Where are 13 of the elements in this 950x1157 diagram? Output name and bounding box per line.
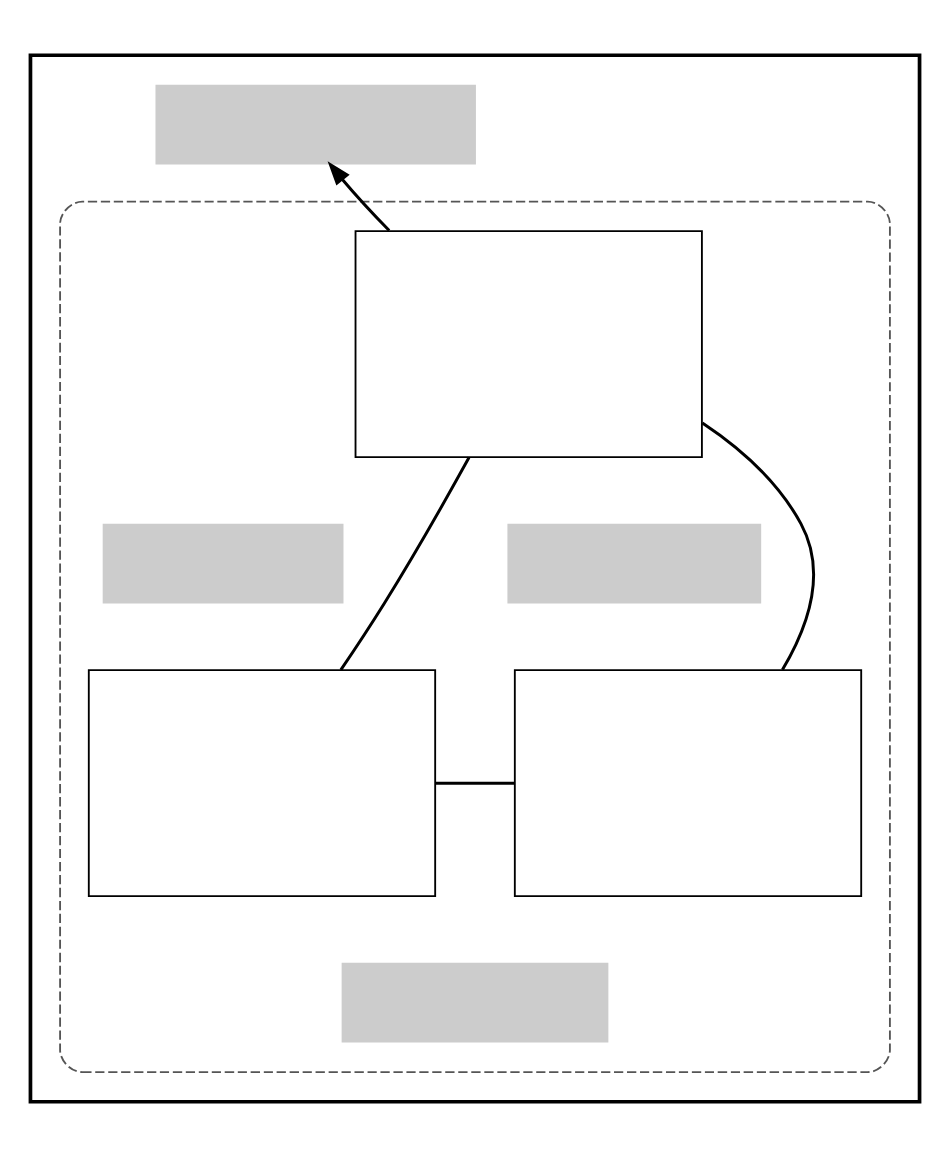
connector <box>435 781 515 785</box>
arrow <box>327 161 391 232</box>
cluster <box>59 200 891 1074</box>
node-box <box>354 230 703 459</box>
node-box <box>513 669 863 898</box>
node-box <box>102 523 344 604</box>
node-box <box>507 523 762 604</box>
cluster <box>28 53 922 1104</box>
node-box <box>155 84 476 165</box>
node-box <box>87 669 437 898</box>
connector <box>339 456 471 671</box>
connector <box>701 421 815 671</box>
node-box <box>341 962 609 1043</box>
